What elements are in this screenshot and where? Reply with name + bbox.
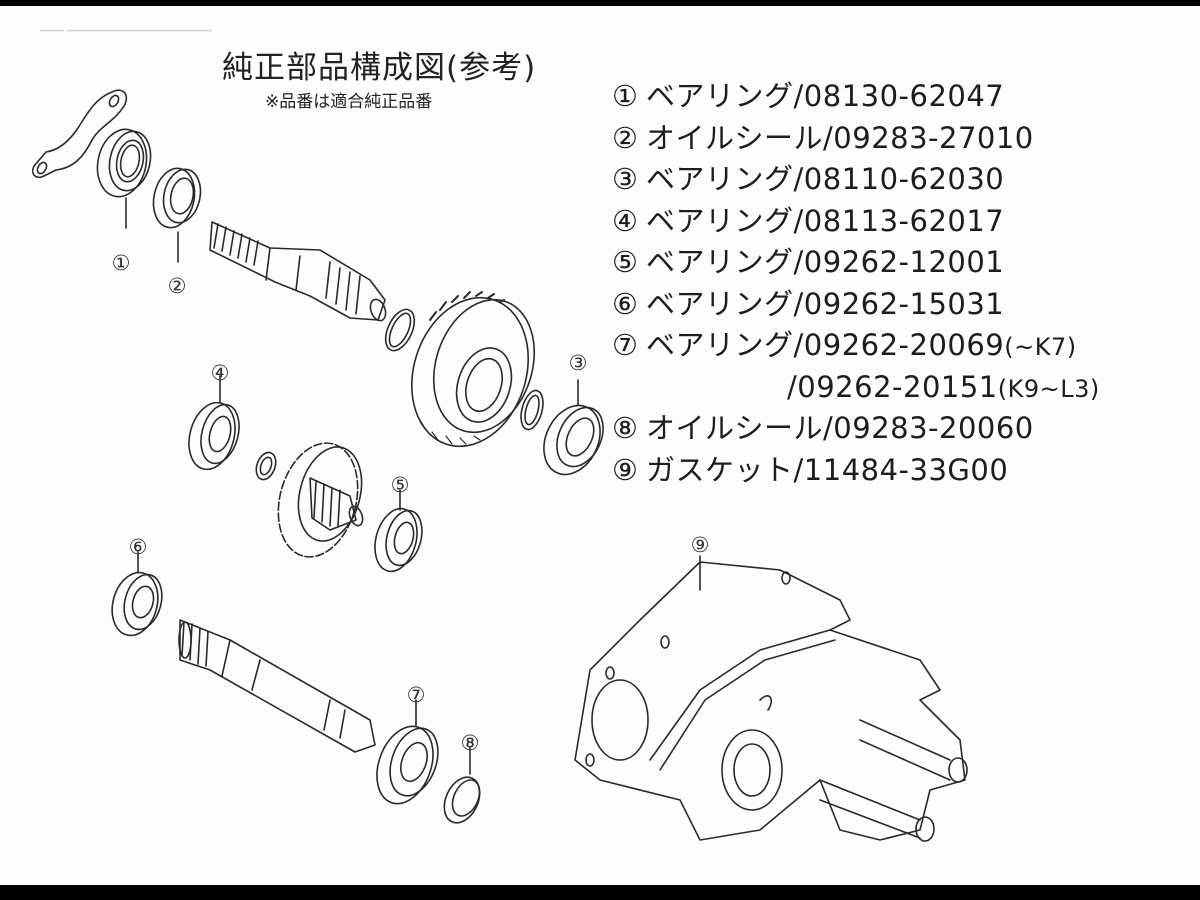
part-number-badge: ⑨ <box>612 452 639 487</box>
bearing-6-icon <box>111 551 163 637</box>
page-title: 純正部品構成図(参考) <box>222 50 537 86</box>
faint-header-artifact: ━━━━ ━━━━━━━━━━━━━━━━━━━━━━━━ <box>40 26 212 37</box>
middle-gear-icon <box>277 442 364 558</box>
part-number-badge: ③ <box>612 162 639 196</box>
part-code: /09262-20151 <box>787 369 998 404</box>
model-range: (~K7) <box>1004 333 1077 361</box>
part-code: /09262-12001 <box>793 245 1005 279</box>
part-name: ベアリング <box>646 162 794 196</box>
model-range: (K9~L3) <box>997 374 1100 403</box>
circlip-upper-icon <box>384 308 416 352</box>
part-name: ガスケット <box>646 452 794 487</box>
circlip-lower-icon <box>520 389 544 431</box>
callout-1: ① <box>111 251 131 275</box>
part-number-badge: ⑦ <box>612 328 639 362</box>
diagram-canvas: ━━━━ ━━━━━━━━━━━━━━━━━━━━━━━━ <box>0 6 1200 885</box>
callout-4: ④ <box>210 361 230 385</box>
bearing-1-icon <box>96 128 152 229</box>
part-number-badge: ⑧ <box>612 411 639 445</box>
part-number-badge: ⑤ <box>612 245 639 279</box>
part-name: オイルシール <box>646 120 824 155</box>
gasket-case-icon <box>574 555 968 842</box>
part-code: /08110-62030 <box>793 162 1005 196</box>
washer-icon <box>255 451 277 481</box>
callout-9: ⑨ <box>690 533 710 557</box>
part-number-badge: ② <box>612 120 639 155</box>
part-name: ベアリング <box>646 328 794 362</box>
callout-2: ② <box>167 274 187 298</box>
callout-5: ⑤ <box>390 473 410 497</box>
part-number-badge: ④ <box>612 203 639 238</box>
part-code: /09283-20060 <box>823 411 1034 445</box>
part-code: /08130-62047 <box>793 79 1005 113</box>
callout-8: ⑧ <box>460 731 480 755</box>
callout-6: ⑥ <box>128 535 148 559</box>
part-number-badge: ⑥ <box>612 286 639 321</box>
callout-3: ③ <box>568 351 588 375</box>
drive-shaft-lower-icon <box>178 619 376 753</box>
oil-seal-8-icon <box>443 747 481 824</box>
bearing-7-icon <box>376 699 439 805</box>
part-code: /11484-33G00 <box>793 452 1009 487</box>
part-code: /09283-27010 <box>823 120 1034 155</box>
bracket-icon <box>31 89 128 179</box>
drive-shaft-upper-icon <box>209 221 387 322</box>
bearing-5-icon <box>374 489 423 573</box>
bearing-4-icon <box>188 375 240 471</box>
callout-7: ⑦ <box>406 683 426 707</box>
part-code: /09262-20069 <box>793 328 1005 362</box>
part-name: オイルシール <box>646 411 824 445</box>
part-number-note: ※品番は適合純正品番 <box>265 92 433 112</box>
part-name: ベアリング <box>646 245 794 279</box>
part-row-7-alt: /09262-20151(K9~L3) <box>612 367 1100 409</box>
part-name: ベアリング <box>646 203 794 238</box>
part-name: ベアリング <box>646 286 794 321</box>
exploded-parts-drawing <box>0 6 1200 885</box>
part-number-badge: ① <box>612 79 639 113</box>
part-code: /09262-15031 <box>793 286 1005 321</box>
bearing-3-icon <box>543 379 604 476</box>
part-code: /08113-62017 <box>793 203 1005 238</box>
part-name: ベアリング <box>646 79 794 113</box>
oil-seal-2-icon <box>152 167 202 263</box>
large-gear-icon <box>410 291 536 448</box>
